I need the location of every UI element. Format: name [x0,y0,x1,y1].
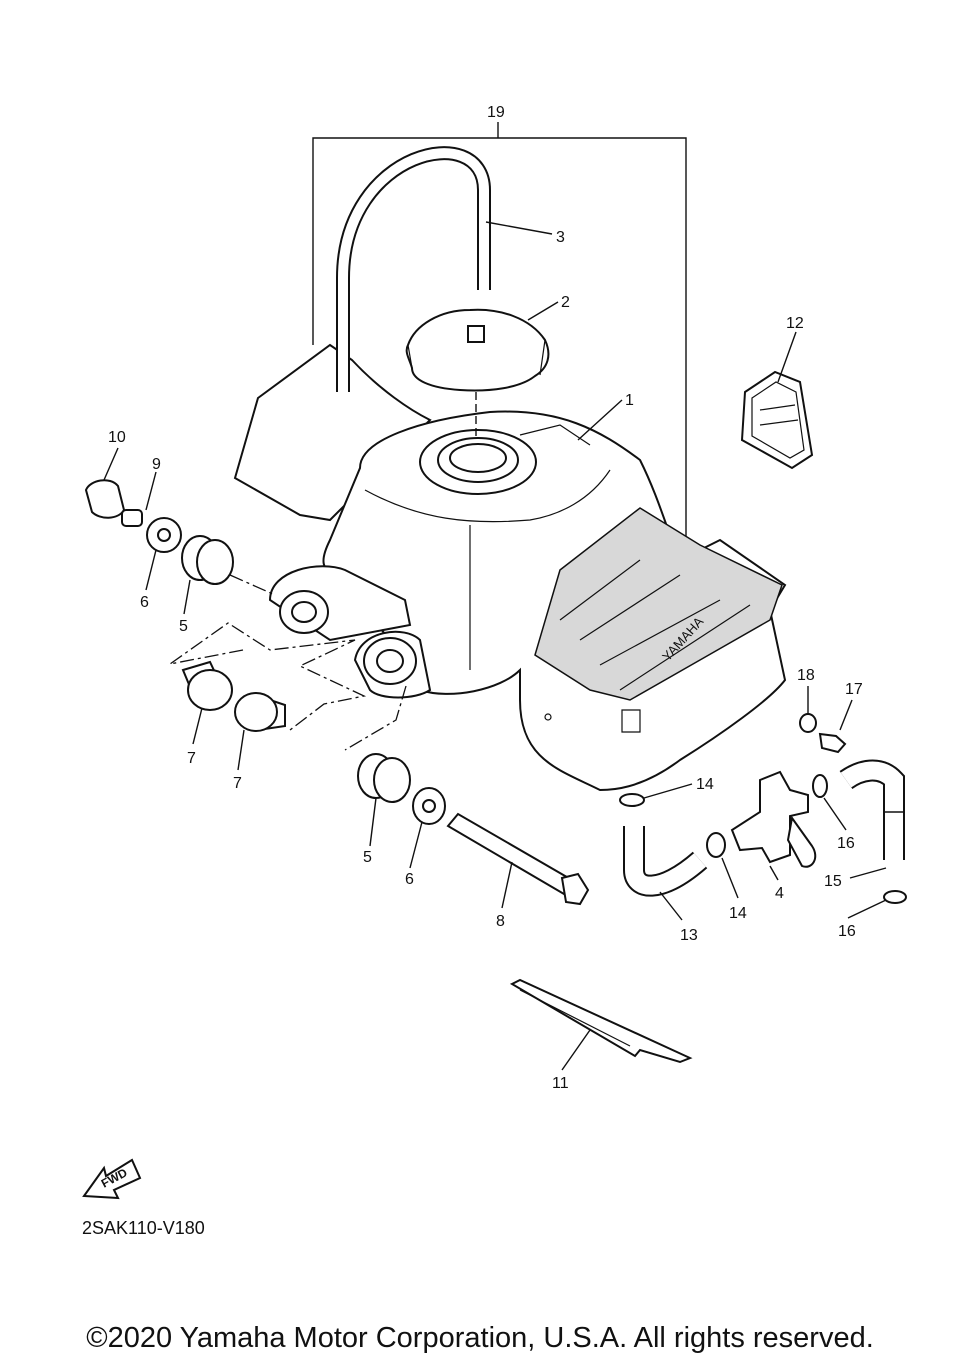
part-label-13: 13 [680,927,698,944]
part-label-10: 10 [108,429,126,446]
part-label-17: 17 [845,681,863,698]
part-label-6: 6 [405,871,414,888]
forward-arrow-icon: FWD [82,1158,142,1200]
part-label-6: 6 [140,594,149,611]
diagram-code: 2SAK110-V180 [82,1218,205,1238]
fuel-tank: YAMAHA [268,410,787,792]
fuel-tank-exploded-diagram: YAMAHA [82,104,907,1200]
part-label-14: 14 [696,776,714,793]
part-label-3: 3 [556,229,565,246]
part-label-7: 7 [233,775,242,792]
part-labels: 19 3 2 12 1 10 9 6 5 7 7 5 6 8 18 17 14 … [108,104,863,1092]
assembly-bracket [312,137,687,548]
part-label-7: 7 [187,750,196,767]
part-label-19: 19 [487,104,505,121]
part-label-15: 15 [824,873,842,890]
part-label-5: 5 [179,618,188,635]
leader-lines [103,221,887,1071]
part-label-12: 12 [786,315,804,332]
gasket [740,370,814,470]
copyright-notice: ©2020 Yamaha Motor Corporation, U.S.A. A… [86,1322,874,1354]
fuel-cap [405,308,550,440]
tank-side-panel [233,343,432,522]
part-label-8: 8 [496,913,505,930]
part-label-5: 5 [363,849,372,866]
part-label-16: 16 [837,835,855,852]
part-label-1: 1 [625,392,634,409]
hardware-left [84,479,590,906]
part-label-9: 9 [152,456,161,473]
part-label-14: 14 [729,905,747,922]
part-label-2: 2 [561,294,570,311]
fuel-line-hardware [619,713,907,904]
part-label-4: 4 [775,885,784,902]
part-label-18: 18 [797,667,815,684]
protector-plate [509,978,693,1064]
part-label-16: 16 [838,923,856,940]
part-label-11: 11 [552,1075,569,1092]
